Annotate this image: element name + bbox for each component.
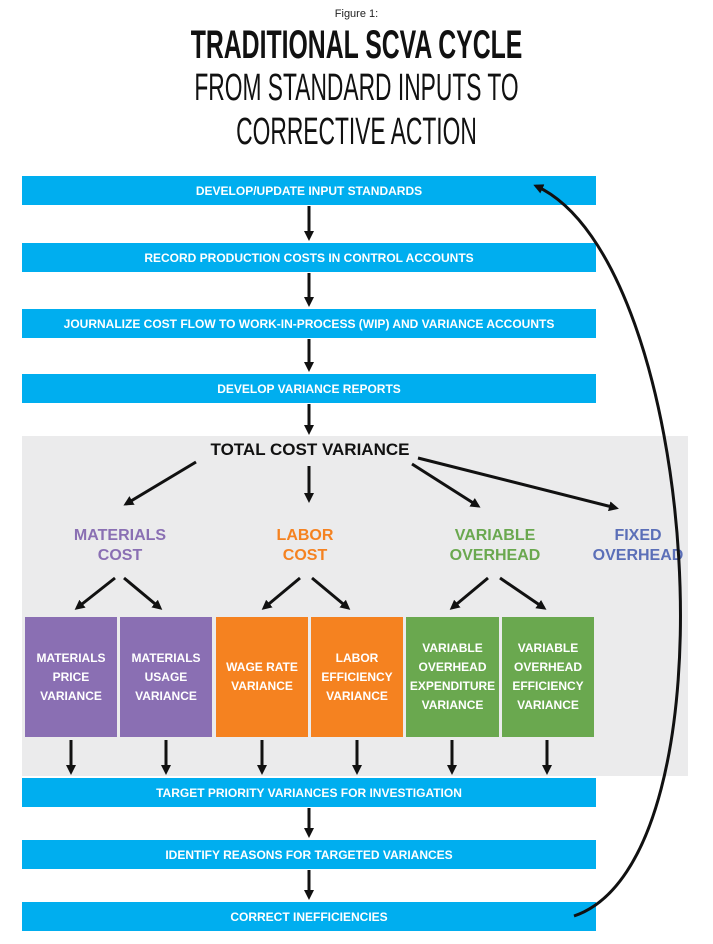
- variable-overhead-expenditure-variance-box: VARIABLE OVERHEAD EXPENDITURE VARIANCE: [406, 617, 499, 737]
- labor-efficiency-variance-box: LABOR EFFICIENCY VARIANCE: [311, 617, 403, 737]
- arrow-to-variable-overhead: [411, 462, 481, 508]
- materials-price-variance-box: MATERIALS PRICE VARIANCE: [25, 617, 117, 737]
- arrow-voh-efficiency: [499, 576, 547, 610]
- arrow-to-fixed-overhead: [417, 456, 619, 512]
- feedback-loop-arrow: [533, 184, 682, 918]
- step-journalize-cost-flow: JOURNALIZE COST FLOW TO WORK-IN-PROCESS …: [22, 309, 596, 338]
- category-variable-overhead: VARIABLE OVERHEAD: [449, 527, 541, 564]
- wage-rate-variance-box: WAGE RATE VARIANCE: [216, 617, 308, 737]
- step-target-priority-variances: TARGET PRIORITY VARIANCES FOR INVESTIGAT…: [22, 778, 596, 807]
- arrow-voh-expenditure: [449, 576, 489, 610]
- category-labor-cost: LABOR COST: [276, 527, 334, 564]
- diagram-subtitle: FROM STANDARD INPUTS TO CORRECTIVE ACTIO…: [194, 67, 519, 153]
- arrow-labor-efficiency: [311, 576, 351, 610]
- step-identify-reasons: IDENTIFY REASONS FOR TARGETED VARIANCES: [22, 840, 596, 869]
- arrow-materials-price: [74, 576, 116, 610]
- step-correct-inefficiencies: CORRECT INEFFICIENCIES: [22, 902, 596, 931]
- category-fixed-overhead: FIXED OVERHEAD: [592, 527, 684, 564]
- step-develop-variance-reports: DEVELOP VARIANCE REPORTS: [22, 374, 596, 403]
- arrow-materials-usage: [123, 576, 163, 610]
- variable-overhead-efficiency-variance-box: VARIABLE OVERHEAD EFFICIENCY VARIANCE: [502, 617, 594, 737]
- arrow-wage-rate: [261, 576, 301, 610]
- category-materials-cost: MATERIALS COST: [73, 527, 167, 564]
- materials-usage-variance-box: MATERIALS USAGE VARIANCE: [120, 617, 212, 737]
- step-record-production-costs: RECORD PRODUCTION COSTS IN CONTROL ACCOU…: [22, 243, 596, 272]
- figure-label: Figure 1:: [334, 8, 379, 20]
- diagram-title: TRADITIONAL SCVA CYCLE: [190, 23, 523, 67]
- total-cost-variance-label: TOTAL COST VARIANCE: [210, 440, 410, 459]
- step-develop-update-standards: DEVELOP/UPDATE INPUT STANDARDS: [22, 176, 596, 205]
- arrow-to-materials: [123, 460, 197, 506]
